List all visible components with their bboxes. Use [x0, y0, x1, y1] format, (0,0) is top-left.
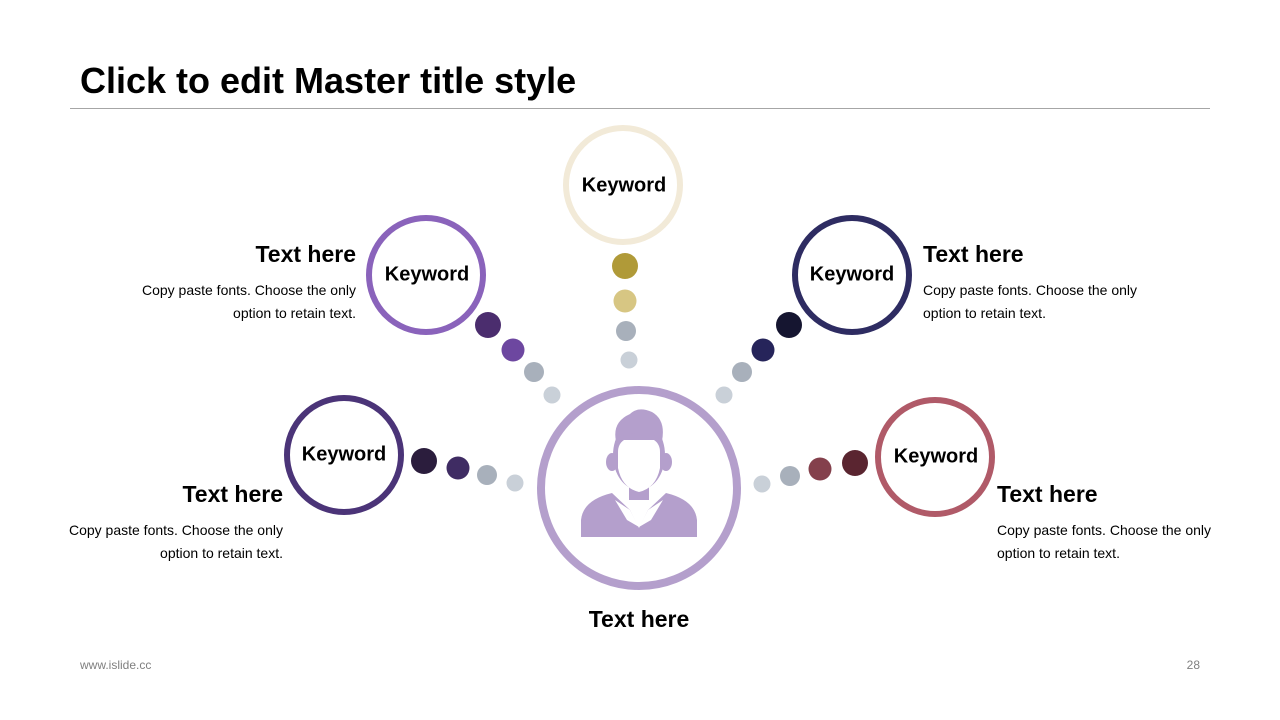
keyword-circle-top[interactable] — [563, 125, 683, 245]
connector-dots-left-bottom — [411, 448, 524, 492]
keyword-circle-left-bottom[interactable] — [284, 395, 404, 515]
connector-dots-left-top — [475, 312, 561, 404]
connector-dots-right-bottom — [753, 450, 868, 493]
body-left-bottom[interactable]: Copy paste fonts. Choose the only option… — [68, 522, 283, 561]
body-right-bottom[interactable]: Copy paste fonts. Choose the only option… — [997, 522, 1212, 561]
keyword-circle-right-bottom[interactable] — [875, 397, 995, 517]
title-divider — [70, 108, 1210, 109]
connector-dots-top — [612, 253, 638, 369]
keyword-label-left-bottom: Keyword — [301, 443, 387, 466]
page-number: 28 — [1186, 658, 1200, 672]
keyword-label-right-top: Keyword — [809, 263, 895, 286]
footer-url: www.islide.cc — [80, 658, 152, 672]
keyword-circle-left-top[interactable] — [366, 215, 486, 335]
slide-title[interactable]: Click to edit Master title style — [80, 60, 577, 101]
connector-dots-right-top — [715, 312, 802, 404]
heading-right-bottom[interactable]: Text here — [997, 481, 1098, 507]
keyword-label-top: Keyword — [581, 174, 667, 197]
center-label[interactable]: Text here — [588, 606, 690, 632]
person-icon — [581, 409, 697, 537]
keyword-label-right-bottom: Keyword — [893, 445, 979, 468]
body-left-top[interactable]: Copy paste fonts. Choose the only option… — [141, 282, 356, 321]
heading-left-top[interactable]: Text here — [255, 241, 356, 267]
heading-right-top[interactable]: Text here — [923, 241, 1024, 267]
keyword-label-left-top: Keyword — [384, 263, 470, 286]
body-right-top[interactable]: Copy paste fonts. Choose the only option… — [923, 282, 1138, 321]
heading-left-bottom[interactable]: Text here — [182, 481, 283, 507]
keyword-circle-right-top[interactable] — [792, 215, 912, 335]
